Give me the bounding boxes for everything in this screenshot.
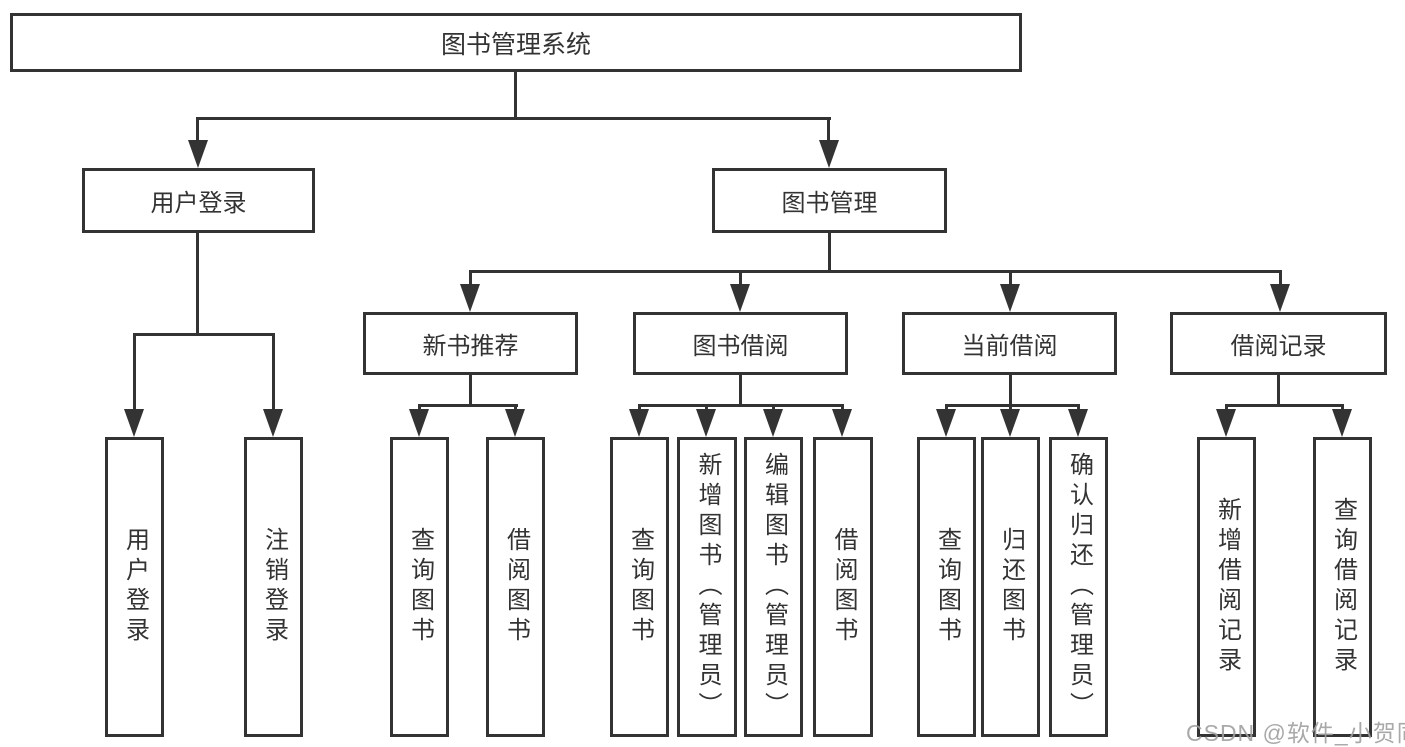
connector-userlogin-stem	[196, 233, 199, 336]
leaf-br-add-record-label: 新增借阅记录	[1213, 497, 1241, 677]
arrowhead-leaf-user-login	[124, 409, 144, 437]
leaf-br-query-record-label: 查询借阅记录	[1329, 497, 1357, 677]
node-borrow-records: 借阅记录	[1170, 312, 1387, 375]
leaf-user-login-label: 用户登录	[121, 527, 149, 647]
node-user-login-label: 用户登录	[150, 190, 247, 217]
leaf-bb-add-books-admin: 新增图书（管理员）	[677, 437, 737, 737]
arrowhead-nb-borrow	[505, 409, 525, 437]
node-book-management: 图书管理	[712, 168, 947, 233]
node-root-library-system: 图书管理系统	[10, 13, 1022, 72]
arrowhead-book-management	[819, 140, 839, 168]
leaf-bb-edit-books-admin: 编辑图书（管理员）	[744, 437, 803, 737]
arrowhead-br-add	[1216, 409, 1236, 437]
node-root-label: 图书管理系统	[440, 30, 591, 59]
leaf-cb-return-books: 归还图书	[981, 437, 1040, 737]
arrowhead-borrow-records	[1270, 284, 1290, 312]
connector-drop-borrow-records	[1279, 270, 1282, 286]
node-book-borrow: 图书借阅	[633, 312, 848, 375]
leaf-bb-borrow-books-label: 借阅图书	[830, 527, 857, 647]
node-user-login: 用户登录	[82, 168, 315, 233]
leaf-cb-return-books-label: 归还图书	[997, 527, 1025, 647]
arrowhead-cb-confirm	[1068, 409, 1088, 437]
leaf-br-query-record: 查询借阅记录	[1313, 437, 1372, 737]
arrowhead-bb-borrow	[832, 409, 852, 437]
connector-drop-leaf-logout	[272, 333, 275, 413]
connector-borrowrecords-stem	[1277, 375, 1280, 407]
connector-bookmgmt-bus	[469, 270, 1282, 273]
node-current-borrow: 当前借阅	[902, 312, 1117, 375]
arrowhead-bb-query	[629, 409, 649, 437]
leaf-bb-borrow-books: 借阅图书	[813, 437, 873, 737]
leaf-bb-query-books: 查询图书	[610, 437, 669, 737]
connector-drop-book-borrow	[739, 270, 742, 286]
node-current-borrow-label: 当前借阅	[961, 333, 1058, 360]
leaf-logout: 注销登录	[244, 437, 303, 737]
connector-bookborrow-bus	[638, 404, 844, 407]
connector-bookborrow-stem	[739, 375, 742, 407]
leaf-nb-query-books: 查询图书	[390, 437, 449, 737]
connector-userlogin-bus	[133, 333, 275, 336]
leaf-user-login: 用户登录	[105, 437, 164, 737]
leaf-cb-confirm-return-admin: 确认归还（管理员）	[1049, 437, 1108, 737]
connector-drop-leaf-user-login	[133, 333, 136, 413]
connector-drop-current-borrow	[1009, 270, 1012, 286]
leaf-bb-query-books-label: 查询图书	[626, 527, 654, 647]
arrowhead-cb-query	[936, 409, 956, 437]
connector-drop-new-book	[469, 270, 472, 286]
leaf-nb-borrow-books-label: 借阅图书	[502, 527, 530, 647]
leaf-bb-edit-books-admin-label: 编辑图书（管理员）	[760, 452, 788, 722]
connector-drop-user-login	[196, 117, 199, 147]
arrowhead-current-borrow	[1000, 284, 1020, 312]
node-book-borrow-label: 图书借阅	[692, 333, 789, 360]
connector-root-bus	[197, 117, 831, 120]
connector-newbook-stem	[469, 375, 472, 407]
leaf-nb-query-books-label: 查询图书	[406, 527, 434, 647]
connector-currentborrow-bus	[945, 404, 1080, 407]
connector-root-stem	[514, 72, 517, 118]
node-borrow-records-label: 借阅记录	[1230, 333, 1327, 360]
leaf-cb-query-books: 查询图书	[917, 437, 976, 737]
leaf-logout-label: 注销登录	[260, 527, 288, 647]
leaf-cb-query-books-label: 查询图书	[933, 527, 961, 647]
arrowhead-br-query	[1332, 409, 1352, 437]
node-new-book-recommend: 新书推荐	[363, 312, 578, 375]
arrowhead-new-book	[460, 284, 480, 312]
arrowhead-leaf-logout	[263, 409, 283, 437]
arrowhead-cb-return	[1000, 409, 1020, 437]
arrowhead-user-login	[188, 140, 208, 168]
node-book-management-label: 图书管理	[781, 190, 878, 217]
arrowhead-book-borrow	[730, 284, 750, 312]
connector-borrowrecords-bus	[1225, 404, 1344, 407]
csdn-watermark: CSDN @软件_小贺同学	[1186, 720, 1405, 746]
connector-currentborrow-stem	[1009, 375, 1012, 407]
connector-newbook-bus	[418, 404, 518, 407]
leaf-nb-borrow-books: 借阅图书	[486, 437, 545, 737]
node-new-book-recommend-label: 新书推荐	[422, 333, 519, 360]
leaf-br-add-record: 新增借阅记录	[1197, 437, 1256, 737]
arrowhead-bb-edit	[763, 409, 783, 437]
connector-bookmgmt-stem	[828, 233, 831, 273]
leaf-cb-confirm-return-admin-label: 确认归还（管理员）	[1065, 452, 1093, 722]
leaf-bb-add-books-admin-label: 新增图书（管理员）	[694, 452, 721, 722]
connector-drop-book-management	[827, 117, 830, 147]
arrowhead-bb-add	[696, 409, 716, 437]
arrowhead-nb-query	[409, 409, 429, 437]
